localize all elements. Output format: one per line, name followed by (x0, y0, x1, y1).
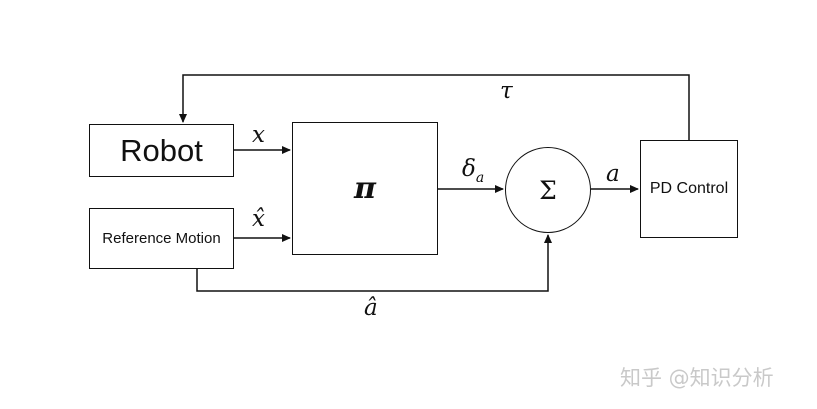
signal-a-hat-text: â (364, 295, 378, 321)
summer-node: Σ (505, 147, 591, 233)
reference-motion-block: Reference Motion (89, 208, 234, 269)
reference-motion-label: Reference Motion (102, 230, 221, 247)
policy-label: π (354, 171, 376, 206)
signal-a-label: a (606, 163, 620, 186)
wire-tau (179, 74, 690, 140)
pd-control-block: PD Control (640, 140, 738, 238)
signal-x-hat-text: x̂ (252, 206, 265, 232)
signal-x-text: x (252, 122, 265, 148)
signal-delta-text: δ (462, 156, 476, 182)
signal-a-text: a (606, 161, 620, 187)
signal-a-hat-label: â (364, 297, 378, 320)
robot-block: Robot (89, 124, 234, 177)
watermark-text: 知乎 @知识分析 (620, 366, 774, 390)
pd-control-label: PD Control (649, 180, 729, 197)
summer-label: Σ (539, 175, 557, 205)
signal-x-hat-label: x̂ (252, 208, 265, 231)
wire-a-hat (196, 234, 552, 292)
signal-delta-subscript: a (475, 170, 485, 186)
robot-label: Robot (120, 132, 203, 168)
policy-block: π (292, 122, 438, 255)
signal-x-label: x (252, 124, 265, 147)
signal-tau-label: τ (500, 80, 513, 103)
signal-delta-a-label: δa (462, 156, 484, 186)
signal-tau-text: τ (500, 78, 513, 104)
